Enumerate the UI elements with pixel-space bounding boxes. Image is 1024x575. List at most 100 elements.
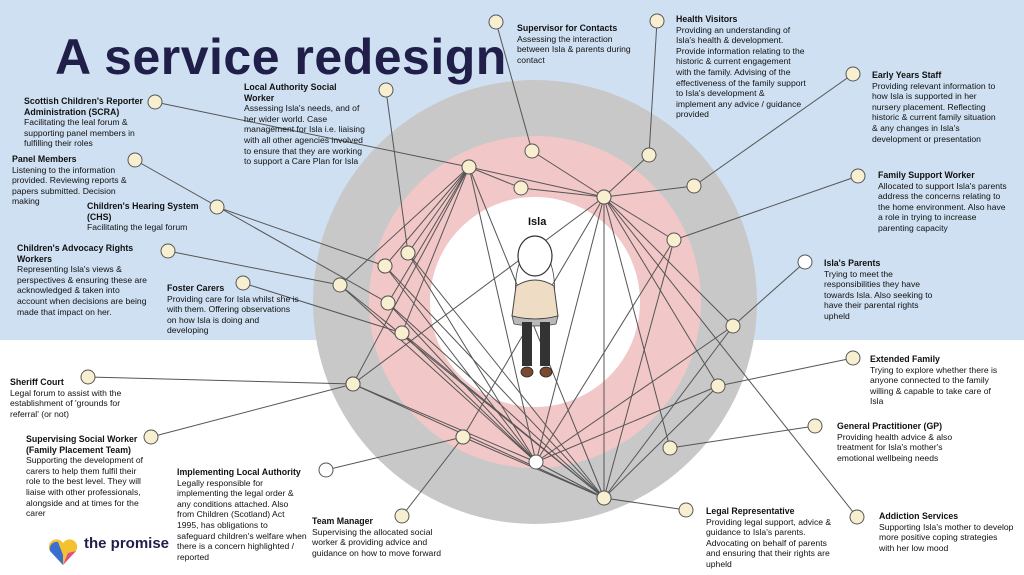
inner-node-health-icon (641, 147, 657, 163)
label-extended-desc: Trying to explore whether there is anyon… (870, 364, 998, 407)
node-implementing-icon (318, 462, 334, 478)
node-legal-icon (678, 502, 694, 518)
label-foster: Foster Carers Providing care for Isla wh… (167, 283, 302, 336)
label-fsw-desc: Allocated to support Isla's parents addr… (878, 180, 1007, 233)
inner-node-fsw-icon (666, 232, 682, 248)
label-supervisor-desc: Assessing the interaction between Isla &… (517, 33, 631, 65)
inner-node-parents-icon (725, 318, 741, 334)
inner-node-addiction-icon (596, 189, 612, 205)
label-panel-name: Panel Members (12, 154, 77, 164)
inner-node-supervisor-icon (524, 143, 540, 159)
label-panel-desc: Listening to the information provided. R… (12, 164, 127, 207)
label-chs-desc: Facilitating the legal forum (87, 222, 188, 233)
label-legal: Legal Representative Providing legal sup… (706, 506, 836, 570)
label-legal-name: Legal Representative (706, 506, 795, 516)
label-parents-desc: Trying to meet the responsibilities they… (824, 268, 933, 321)
label-legal-desc: Providing legal support, advice & guidan… (706, 516, 832, 569)
label-supervising: Supervising Social Worker (Family Placem… (26, 434, 151, 519)
inner-node-extended-icon (710, 378, 726, 394)
node-team-icon (394, 508, 410, 524)
label-chs-name: Children's Hearing System (CHS) (87, 201, 199, 222)
label-implementing-desc: Legally responsible for implementing the… (177, 477, 307, 562)
label-team-name: Team Manager (312, 516, 373, 526)
label-parents-name: Isla's Parents (824, 258, 881, 268)
inner-node-supervising-icon (345, 376, 361, 392)
label-implementing-name: Implementing Local Authority (177, 467, 301, 477)
label-lasw-desc: Assessing Isla's needs, and of her wider… (244, 103, 365, 167)
node-health-icon (649, 13, 665, 29)
label-advocacy-name: Children's Advocacy Rights Workers (17, 243, 134, 264)
label-parents: Isla's Parents Trying to meet the respon… (824, 258, 939, 322)
node-supervisor-icon (488, 14, 504, 30)
node-panel-icon (127, 152, 143, 168)
inner-node-extra-1-icon (400, 245, 416, 261)
label-foster-name: Foster Carers (167, 283, 225, 293)
label-extended-name: Extended Family (870, 354, 940, 364)
the-promise-logo-icon (48, 539, 78, 565)
label-supervising-desc: Supporting the development of carers to … (26, 455, 144, 519)
label-addiction-desc: Supporting Isla's mother to develop more… (879, 521, 1014, 553)
inner-node-scra-icon (461, 159, 477, 175)
node-early-icon (845, 66, 861, 82)
label-early-name: Early Years Staff (872, 70, 942, 80)
isla-figure-icon (511, 235, 559, 378)
label-supervisor: Supervisor for Contacts Assessing the in… (517, 23, 642, 65)
label-foster-desc: Providing care for Isla whilst she is wi… (167, 293, 299, 336)
label-team-desc: Supervising the allocated social worker … (312, 526, 441, 558)
label-scra-name: Scottish Children's Reporter Administrat… (24, 96, 143, 117)
node-foster-icon (235, 275, 251, 291)
node-parents-icon (797, 254, 813, 270)
center-label: Isla (528, 216, 547, 228)
node-extended-icon (845, 350, 861, 366)
label-fsw-name: Family Support Worker (878, 170, 975, 180)
label-fsw: Family Support Worker Allocated to suppo… (878, 170, 1010, 234)
label-extended: Extended Family Trying to explore whethe… (870, 354, 1005, 407)
inner-node-extra-4-icon (394, 325, 410, 341)
label-sheriff-desc: Legal forum to assist with the establish… (10, 387, 122, 419)
node-chs-icon (209, 199, 225, 215)
label-panel: Panel Members Listening to the informati… (12, 154, 132, 207)
label-gp-name: General Practitioner (GP) (837, 421, 943, 431)
inner-node-advocacy-icon (332, 277, 348, 293)
node-scra-icon (147, 94, 163, 110)
label-early-desc: Providing relevant information to how Is… (872, 80, 996, 144)
label-scra: Scottish Children's Reporter Administrat… (24, 96, 164, 149)
hub-node-h3-icon (528, 454, 544, 470)
label-sheriff: Sheriff Court Legal forum to assist with… (10, 377, 135, 419)
label-lasw-name: Local Authority Social Worker (244, 82, 337, 103)
label-advocacy-desc: Representing Isla's views & perspectives… (17, 264, 147, 317)
inner-node-early-icon (686, 178, 702, 194)
label-chs: Children's Hearing System (CHS) Facilita… (87, 201, 207, 233)
label-implementing: Implementing Local Authority Legally res… (177, 467, 307, 562)
node-fsw-icon (850, 168, 866, 184)
node-gp-icon (807, 418, 823, 434)
label-addiction-name: Addiction Services (879, 511, 959, 521)
node-supervising-icon (143, 429, 159, 445)
label-team: Team Manager Supervising the allocated s… (312, 516, 442, 558)
page-title: A service redesign (55, 29, 507, 85)
logo-text: the promise (84, 535, 170, 552)
label-sheriff-name: Sheriff Court (10, 377, 64, 387)
inner-node-extra-2-icon (377, 258, 393, 274)
inner-node-extra-5-icon (455, 429, 471, 445)
node-advocacy-icon (160, 243, 176, 259)
node-lasw-icon (378, 82, 394, 98)
label-advocacy: Children's Advocacy Rights Workers Repre… (17, 243, 152, 317)
label-health-name: Health Visitors (676, 14, 738, 24)
label-supervisor-name: Supervisor for Contacts (517, 23, 618, 33)
inner-node-gp-icon (662, 440, 678, 456)
label-lasw: Local Authority Social Worker Assessing … (244, 82, 369, 167)
label-early: Early Years Staff Providing relevant inf… (872, 70, 1002, 144)
node-addiction-icon (849, 509, 865, 525)
label-supervising-name: Supervising Social Worker (Family Placem… (26, 434, 138, 455)
label-health: Health Visitors Providing an understandi… (676, 14, 806, 120)
label-gp: General Practitioner (GP) Providing heal… (837, 421, 972, 463)
label-scra-desc: Facilitating the leal forum & supporting… (24, 117, 135, 149)
inner-node-legal-icon (596, 490, 612, 506)
label-gp-desc: Providing health advice & also treatment… (837, 431, 953, 463)
inner-node-extra-0-icon (513, 180, 529, 196)
inner-node-extra-3-icon (380, 295, 396, 311)
label-addiction: Addiction Services Supporting Isla's mot… (879, 511, 1014, 553)
connection-lines (87, 20, 859, 518)
